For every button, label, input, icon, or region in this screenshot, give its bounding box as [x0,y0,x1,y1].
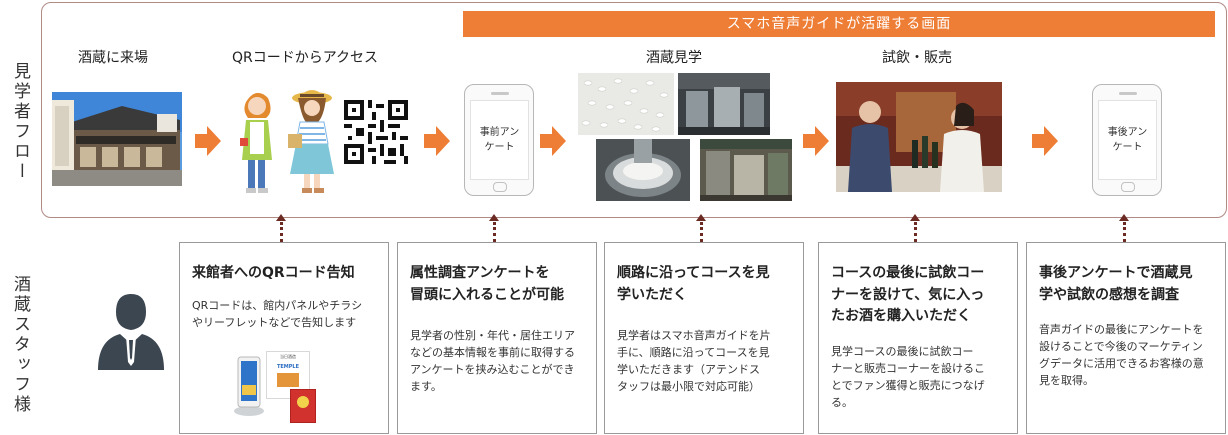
tasting-counter-photo [836,82,1002,192]
steamed-rice-vat-photo [596,139,690,201]
staff-person-icon [98,294,164,370]
card-body: QRコードは、館内パネルやチラシ やリーフレットなどで告知します [192,297,362,331]
card-title-line: ナーを設けて、気に入っ [831,286,985,303]
card-title-line: 事後アンケートで酒蔵見 [1039,265,1193,281]
post-survey-screen: 事後アンケート [1098,100,1157,180]
card-tasting-purchase: コースの最後に試飲コー ナーを設けて、気に入っ たお酒を購入いただく 見学コース… [818,242,1018,434]
card-body-line: 見学者の性別・年代・居住エリア [410,329,575,342]
card-body-line: る。 [831,396,853,410]
card-body: 見学者はスマホ音声ガイドを片 手に、順路に沿ってコースを見 学いただきます（アテ… [617,327,771,395]
phone-speaker [1119,92,1137,95]
arrow-right-icon [424,126,450,156]
card-attribute-survey: 属性調査アンケートを 冒頭に入れることが可能 見学者の性別・年代・居住エリア な… [397,242,597,434]
arrow-right-icon [1032,126,1058,156]
connector-arrowhead [489,214,499,221]
card-body-line: 見を取得。 [1039,374,1094,388]
card-title: 来館者へのQRコード告知 [192,263,355,285]
qr-code-icon [344,100,408,164]
dotted-connector [914,222,920,242]
step-title-visit: 酒蔵に来場 [78,50,148,66]
promo-leaflet [290,389,316,423]
card-guided-tour: 順路に沿ってコースを見 学いただく 見学者はスマホ音声ガイドを片 手に、順路に沿… [604,242,804,434]
promo-panel-kiosk-icon [234,356,264,416]
dotted-connector [1123,222,1129,242]
staff-label: 酒蔵スタッフ様 [10,275,30,415]
brewery-interior-photo [678,73,770,135]
visitor-flow-frame [41,2,1227,218]
dotted-connector [700,222,706,242]
card-body-line: QRコードは、館内パネルやチラシ [192,299,363,312]
connector-arrowhead [276,214,286,221]
card-body: 見学者の性別・年代・居住エリア などの基本情報を事前に取得する アンケートを挟み… [410,327,575,395]
card-body-line: 手に、順路に沿ってコースを見 [617,346,770,360]
audio-guide-banner: スマホ音声ガイドが活躍する画面 [463,11,1215,37]
card-body-line: 音声ガイドの最後にアンケートを [1039,323,1204,336]
card-title: 属性調査アンケートを 冒頭に入れることが可能 [410,263,564,306]
card-title: 順路に沿ってコースを見 学いただく [617,263,770,306]
card-body-line: ます。 [410,380,442,394]
rice-grains-photo [578,73,674,135]
pre-survey-text-line1: 事前アン [479,127,520,138]
pre-survey-text-line2: ケート [484,142,515,153]
card-body-line: タッフは最小限で対応可能） [617,380,760,394]
card-title-line: コースの最後に試飲コー [831,265,985,281]
post-survey-text-line1: 事後アン [1107,127,1148,138]
arrow-right-icon [540,126,566,156]
card-body-line: とでファン獲得と販売につなげ [831,379,985,393]
step-title-tasting-sales: 試飲・販売 [882,50,952,66]
card-body-line: 学いただきます（アテンドス [617,363,760,377]
card-body-line: グデータに活用できるお客様の意 [1039,357,1204,371]
post-survey-phone: 事後アンケート [1092,84,1162,196]
card-title-line: たお酒を購入いただく [831,308,971,325]
arrow-right-icon [195,126,221,156]
card-body-line: やリーフレットなどで告知します [192,316,357,330]
promo-poster-title: TEMPLE [276,364,300,370]
card-title-line: 学や試飲の感想を調査 [1039,286,1179,303]
card-post-survey: 事後アンケートで酒蔵見 学や試飲の感想を調査 音声ガイドの最後にアンケートを 設… [1026,242,1226,434]
card-body-line: 見学コースの最後に試飲コー [831,345,974,358]
connector-arrowhead [1119,214,1129,221]
card-body-line: アンケートを挟み込むことができ [410,363,575,377]
card-title-line: 順路に沿ってコースを見 [617,265,770,281]
visitors-illustration [240,90,334,193]
card-body-line: ナーと販売コーナーを設けるこ [831,362,985,376]
card-title-line: 来館者へのQRコード告知 [192,265,355,281]
promo-poster-header: 当日酒造 [280,354,296,359]
pre-survey-phone: 事前アンケート [464,84,534,196]
connector-arrowhead [696,214,706,221]
card-title-line: 冒頭に入れることが可能 [410,286,564,303]
card-body-line: 見学者はスマホ音声ガイドを片 [617,329,771,342]
card-title: コースの最後に試飲コー ナーを設けて、気に入っ たお酒を購入いただく [831,263,984,328]
phone-home-button [493,182,507,192]
visitor-flow-label: 見学者フロー [10,62,30,182]
post-survey-text-line2: ケート [1112,142,1143,153]
dotted-connector [493,222,499,242]
card-body: 見学コースの最後に試飲コー ナーと販売コーナーを設けるこ とでファン獲得と販売に… [831,343,985,411]
card-body-line: 設けることで今後のマーケティン [1039,340,1203,354]
pre-survey-screen: 事前アンケート [470,100,529,180]
card-qr-announcement: 来館者へのQRコード告知 QRコードは、館内パネルやチラシ やリーフレットなどで… [179,242,389,434]
step-title-qr-access: QRコードからアクセス [232,50,379,66]
brewery-building-photo [52,92,182,186]
phone-speaker [491,92,509,95]
card-body: 音声ガイドの最後にアンケートを 設けることで今後のマーケティン グデータに活用で… [1039,321,1204,389]
arrow-right-icon [803,126,829,156]
phone-home-button [1121,182,1135,192]
step-title-brewery-tour: 酒蔵見学 [646,50,702,66]
card-title-line: 学いただく [617,286,687,303]
card-title-line: 属性調査アンケートを [410,265,550,281]
card-title: 事後アンケートで酒蔵見 学や試飲の感想を調査 [1039,263,1192,306]
connector-arrowhead [910,214,920,221]
card-body-line: などの基本情報を事前に取得する [410,346,575,360]
brewing-tanks-photo [700,139,792,201]
dotted-connector [280,222,286,242]
